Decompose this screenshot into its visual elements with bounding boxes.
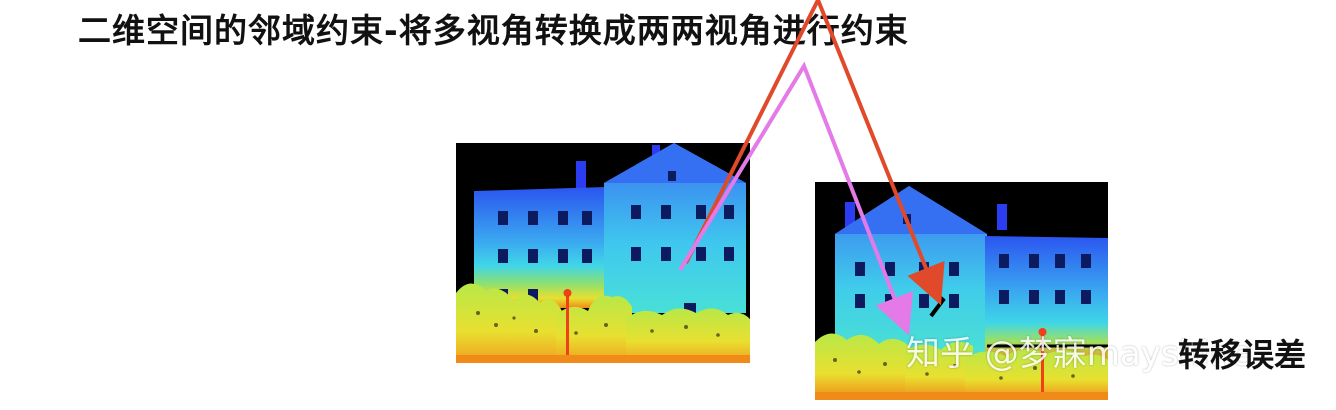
watermark-text: 知乎 @梦寐mayshine <box>906 334 1253 374</box>
left-depth-image <box>456 143 750 363</box>
diagram-title: 二维空间的邻域约束-将多视角转换成两两视角进行约束 <box>78 11 909 50</box>
building-depth-map-icon <box>456 143 750 363</box>
transfer-error-label: 转移误差 <box>1178 336 1307 374</box>
